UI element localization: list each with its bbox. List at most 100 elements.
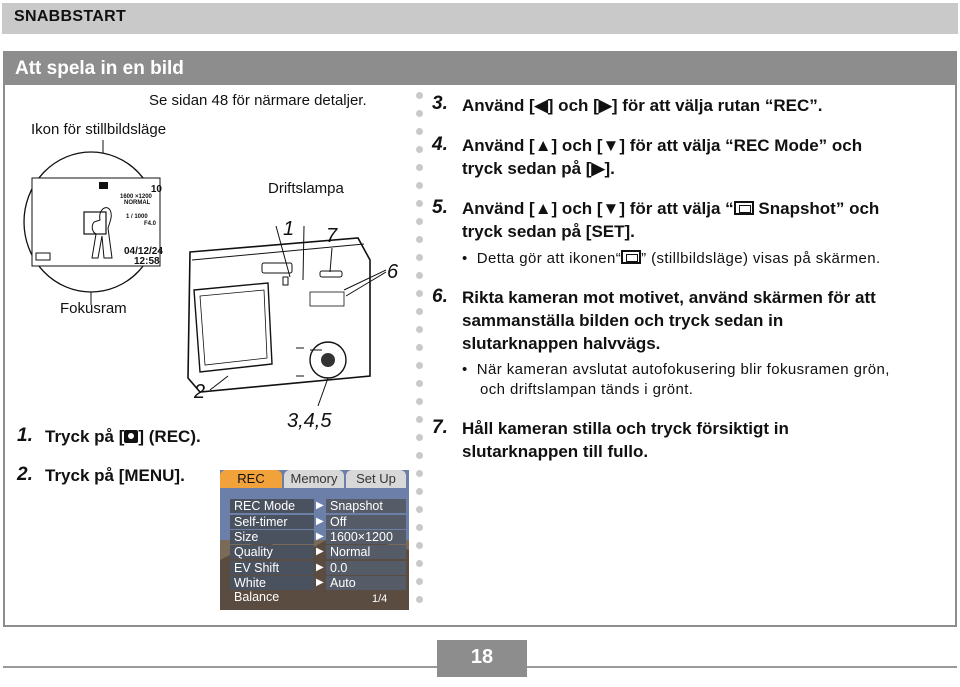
menu-row-value: Auto [326,576,406,590]
separator-dot [416,506,423,513]
tab-memory[interactable]: Memory [284,470,344,488]
menu-row-value: 1600×1200 [326,530,406,544]
menu-row-label: Self-timer [230,515,314,529]
bullet-dot: • [462,361,477,378]
arrow-right-icon: ▶ [316,562,324,573]
separator-dot [416,254,423,261]
step5-line2: tryck sedan på [SET]. [462,222,635,241]
step1-text-b: ] (REC). [138,427,201,446]
header-bar [2,3,958,34]
step6-number: 6. [432,286,448,307]
separator-dot [416,200,423,207]
lcd-date: 04/12/24 [124,246,163,257]
bullet-dot: • [462,250,477,267]
rec-menu-screen: REC Memory Set Up REC Mode▶Snapshot Self… [220,470,409,610]
step5-line1: Använd [▲] och [▼] för att välja “ Snaps… [462,197,879,220]
page-title: Att spela in en bild [15,58,184,79]
step1-text-a: Tryck på [ [45,427,125,446]
step6-line3: slutarknappen halvvägs. [462,334,661,353]
separator-dot [416,398,423,405]
step5-line1-b: Snapshot” och [753,199,880,218]
step7-line2: slutarknappen till fullo. [462,442,649,461]
callout-1: 1 [283,218,295,240]
step5-line1-a: Använd [▲] och [▼] för att välja “ [462,199,734,218]
menu-row-rec-mode[interactable]: REC Mode▶Snapshot [230,499,406,514]
menu-row-label: Quality [230,545,314,559]
arrow-right-icon: ▶ [316,577,324,588]
camera-illustration [187,225,387,407]
separator-dot [416,308,423,315]
snapshot-icon-inner [626,254,639,262]
separator-dot [416,128,423,135]
menu-row-value: 0.0 [326,561,406,575]
step4-number: 4. [432,134,448,155]
step6-line2: sammanställa bilden och tryck sedan in [462,311,784,330]
separator-dot [416,146,423,153]
step5-number: 5. [432,197,448,218]
title-bar [5,53,955,85]
lcd-illustration [23,140,161,305]
step6-bullet-line1: • När kameran avslutat autofokusering bl… [462,360,890,380]
separator-dot [416,434,423,441]
step3-number: 3. [432,93,448,114]
tab-rec[interactable]: REC [220,470,282,488]
snapshot-icon [621,250,642,264]
page-number-box [437,640,527,677]
step6-bullet-line2: och driftslampan tänds i grönt. [480,381,694,398]
separator-dot [416,110,423,117]
content-frame [3,51,957,627]
callout-345: 3,4,5 [287,410,332,432]
callout-6: 6 [387,261,399,283]
camera-lens [128,433,135,439]
menu-row-label: Size [230,530,314,544]
step1-number: 1. [17,425,33,446]
section-title: SNABBSTART [14,8,127,25]
separator-dot [416,182,423,189]
step1-text: Tryck på [ ] (REC). [45,425,201,448]
arrow-right-icon: ▶ [316,531,324,542]
lcd-shutter: 1 / 1000 [126,214,148,220]
column-separator [416,92,424,612]
menu-row-size[interactable]: Size▶1600×1200 [230,530,406,545]
menu-row-ev-shift[interactable]: EV Shift▶0.0 [230,561,406,576]
step2-text: Tryck på [MENU]. [45,466,185,485]
lcd-count: 10 [150,184,162,195]
separator-dot [416,542,423,549]
menu-row-self-timer[interactable]: Self-timer▶Off [230,515,406,530]
separator-dot [416,380,423,387]
menu-row-value: Snapshot [326,499,406,513]
lcd-time: 12:58 [134,256,160,267]
arrow-right-icon: ▶ [316,500,324,511]
step6-line1: Rikta kameran mot motivet, använd skärme… [462,288,876,307]
separator-dot [416,164,423,171]
menu-page-indicator: 1/4 [372,593,388,605]
menu-row-label: White Balance [230,576,314,604]
separator-dot [416,218,423,225]
step2-number: 2. [17,464,33,485]
arrow-right-icon: ▶ [316,546,324,557]
separator-dot [416,326,423,333]
separator-dot [416,578,423,585]
separator-dot [416,272,423,279]
separator-dot [416,452,423,459]
page-number: 18 [470,646,494,668]
separator-dot [416,344,423,351]
step7-number: 7. [432,417,448,438]
lcd-quality: NORMAL [124,200,151,206]
driftslampa-label: Driftslampa [268,180,344,197]
step4-line2: tryck sedan på [▶]. [462,159,615,178]
menu-row-label: REC Mode [230,499,314,513]
focus-frame-label: Fokusram [60,300,127,317]
camera-icon [124,430,139,443]
separator-dot [416,560,423,567]
separator-dot [416,524,423,531]
menu-row-value: Normal [326,545,406,559]
callout-7: 7 [326,225,338,247]
step5-bullet-a: Detta gör att ikonen“ [476,250,622,267]
arrow-right-icon: ▶ [316,516,324,527]
menu-row-white-balance[interactable]: White Balance▶Auto [230,576,406,604]
menu-row-quality[interactable]: Quality▶Normal [230,545,406,560]
separator-dot [416,596,423,603]
step5-bullet: • Detta gör att ikonen“” (stillbildsläge… [462,249,881,269]
tab-setup[interactable]: Set Up [346,470,406,488]
